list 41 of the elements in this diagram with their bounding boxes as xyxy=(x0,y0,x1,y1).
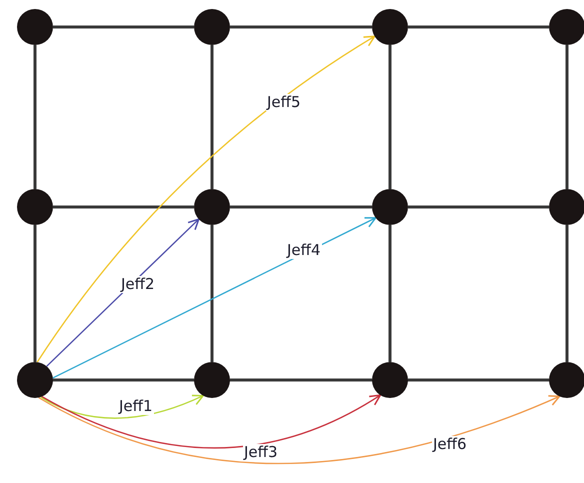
lattice-bond xyxy=(388,225,392,362)
lattice-site xyxy=(17,9,53,45)
lattice-site xyxy=(194,362,230,398)
edge-label: Jeff2 xyxy=(120,276,156,293)
coupling-arrow xyxy=(46,218,200,367)
lattice-site xyxy=(372,9,408,45)
edge-label: Jeff5 xyxy=(266,94,302,111)
lattice-site xyxy=(194,189,230,225)
lattice-site xyxy=(194,9,230,45)
lattice-site xyxy=(372,189,408,225)
lattice-site xyxy=(549,9,584,45)
lattice-site xyxy=(549,362,584,398)
lattice-bond xyxy=(230,206,372,208)
edge-label: Jeff3 xyxy=(243,444,279,461)
lattice-bond xyxy=(53,26,194,28)
lattice-site xyxy=(17,189,53,225)
lattice-site xyxy=(549,189,584,225)
lattice-bond xyxy=(230,26,372,28)
coupling-arrow xyxy=(38,394,560,464)
lattice-bond xyxy=(408,26,549,28)
lattice-bond xyxy=(566,225,568,362)
lattice-bond xyxy=(408,206,549,208)
lattice-bond xyxy=(53,378,194,382)
edge-label: Jeff4 xyxy=(286,242,322,259)
lattice-bond xyxy=(230,378,372,382)
coupling-arrow xyxy=(42,394,382,448)
lattice-bond xyxy=(566,45,568,189)
lattice-bond xyxy=(34,45,36,189)
lattice-site xyxy=(372,362,408,398)
lattice-site xyxy=(17,362,53,398)
coupling-arrow xyxy=(52,217,376,378)
lattice-bond xyxy=(53,206,194,208)
coupling-arrow xyxy=(36,36,376,362)
edge-label: Jeff6 xyxy=(432,436,468,453)
lattice-bond xyxy=(34,225,36,362)
lattice-bond xyxy=(408,378,549,382)
lattice-bond xyxy=(210,45,214,189)
lattice-bond xyxy=(210,225,214,362)
edge-label: Jeff1 xyxy=(118,398,154,415)
coupling-arrow xyxy=(40,394,204,419)
lattice-bond xyxy=(388,45,392,189)
